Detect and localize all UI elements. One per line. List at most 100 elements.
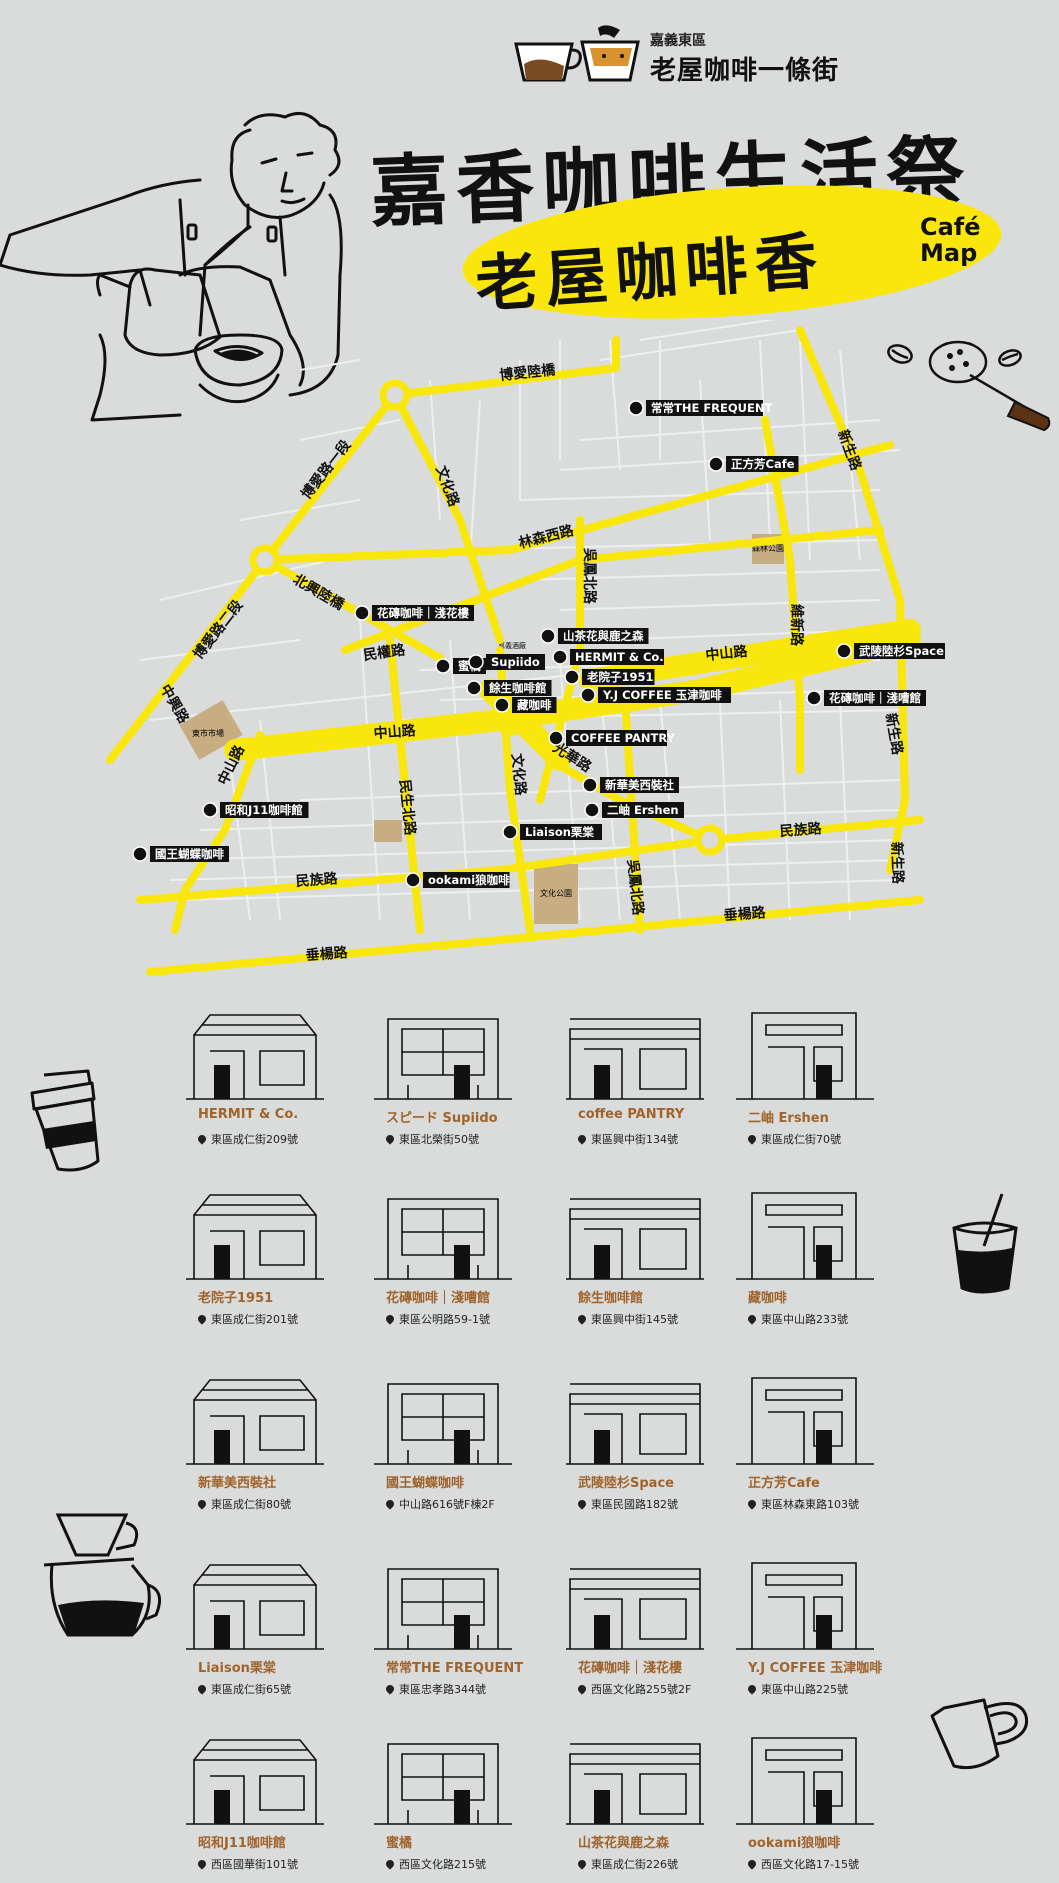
shop-marker-bg — [854, 643, 945, 659]
shop-marker-bg — [566, 730, 667, 746]
cafe-card[interactable]: Liaison栗棠東區成仁街65號 — [180, 1555, 360, 1705]
coffee-cup-icon — [806, 690, 822, 706]
shop-marker[interactable]: ookami狼咖啡 — [405, 872, 510, 888]
location-pin-icon — [196, 1498, 208, 1510]
shop-marker[interactable]: 國王蝴蝶咖啡 — [132, 846, 229, 862]
milk-pitcher-icon — [930, 1698, 1029, 1770]
street-minzu-w: 民族路 — [295, 870, 339, 890]
coffee-cup-icon — [435, 658, 451, 674]
cafe-card[interactable]: HERMIT & Co.東區成仁街209號 — [180, 1005, 360, 1155]
coffee-cup-icon — [468, 654, 484, 670]
shop-marker[interactable]: 二岫 Ershen — [584, 802, 684, 818]
cafe-address: 東區成仁街201號 — [211, 1313, 298, 1326]
cafe-address-row: 東區中山路233號 — [746, 1311, 848, 1327]
shop-marker[interactable]: COFFEE PANTRY — [548, 730, 676, 746]
cafe-card[interactable]: 餘生咖啡館東區興中街145號 — [560, 1185, 740, 1335]
cafe-address-row: 東區成仁街201號 — [196, 1311, 298, 1327]
market-block — [179, 700, 243, 760]
shop-marker[interactable]: 新華美西裝社 — [582, 777, 679, 793]
cafe-name: 花磚咖啡｜淺嘈館 — [386, 1291, 491, 1306]
cafe-card[interactable]: 蜜橘西區文化路215號 — [368, 1730, 548, 1880]
location-pin-icon — [576, 1498, 588, 1510]
shop-marker-bg — [582, 669, 655, 685]
cafe-map-label: Café Map — [920, 214, 981, 266]
market-label: 東市市場 — [192, 728, 224, 738]
cafe-address: 東區興中街145號 — [591, 1313, 678, 1326]
shop-marker-bg — [520, 824, 602, 840]
location-pin-icon — [384, 1498, 396, 1510]
coffee-cup-icon — [202, 802, 218, 818]
cafe-address: 東區成仁街65號 — [211, 1683, 291, 1696]
shop-marker[interactable]: 常常THE FREQUENT — [628, 400, 772, 416]
cafe-address-row: 東區成仁街80號 — [196, 1496, 291, 1512]
cafe-name: 花磚咖啡｜淺花樓 — [578, 1661, 683, 1676]
coffee-cup-icon — [628, 400, 644, 416]
cafe-address: 西區文化路215號 — [399, 1858, 486, 1871]
storefront-illustration — [736, 1012, 874, 1100]
shop-marker[interactable]: 山茶花與鹿之森 — [540, 628, 649, 644]
cafe-card[interactable]: 山茶花與鹿之森東區成仁街226號 — [560, 1730, 740, 1880]
cafe-address: 東區中山路233號 — [761, 1313, 848, 1326]
cafe-name: スピード Supiido — [386, 1111, 498, 1126]
coffee-cup-icon — [584, 802, 600, 818]
shop-markers: 常常THE FREQUENT正方芳Cafe花磚咖啡｜淺花樓山茶花與鹿之森蜜橘Su… — [132, 400, 945, 888]
shop-marker-label: 山茶花與鹿之森 — [563, 629, 644, 643]
shop-marker[interactable]: 藏咖啡 — [494, 697, 557, 713]
shop-marker-label: COFFEE PANTRY — [571, 731, 676, 745]
shop-marker-label: Y.J COFFEE 玉津咖啡 — [602, 688, 722, 702]
coffee-cup-icon — [540, 628, 556, 644]
shop-marker[interactable]: 餘生咖啡館 — [466, 680, 552, 696]
storefront-illustration — [566, 1743, 704, 1825]
storefront-illustration — [374, 1743, 512, 1825]
street-boai-road: 博愛陸橋 — [499, 361, 557, 384]
shop-marker[interactable]: Liaison栗棠 — [502, 824, 602, 840]
cafe-card[interactable]: 昭和J11咖啡館西區國華街101號 — [180, 1730, 360, 1880]
shop-marker[interactable]: 花磚咖啡｜淺嘈館 — [806, 690, 926, 706]
park-s-label: 文化公園 — [540, 888, 572, 898]
cafe-name: 山茶花與鹿之森 — [578, 1836, 670, 1851]
shop-marker[interactable]: 花磚咖啡｜淺花樓 — [354, 605, 474, 621]
cafe-card[interactable]: Y.J COFFEE 玉津咖啡東區中山路225號 — [730, 1555, 910, 1705]
shop-marker[interactable]: Y.J COFFEE 玉津咖啡 — [580, 687, 731, 703]
cafe-card[interactable]: 藏咖啡東區中山路233號 — [730, 1185, 910, 1335]
portafilter-icon — [887, 340, 1051, 432]
cafe-address: 中山路616號F棟2F — [399, 1498, 495, 1511]
cafe-address-row: 東區成仁街226號 — [576, 1856, 678, 1872]
cafe-address: 東區成仁街226號 — [591, 1858, 678, 1871]
cafe-address-row: 中山路616號F棟2F — [384, 1496, 495, 1512]
cafe-card[interactable]: 花磚咖啡｜淺嘈館東區公明路59-1號 — [368, 1185, 548, 1335]
storefront-illustration — [374, 1198, 512, 1280]
shop-marker[interactable]: 正方芳Cafe — [708, 456, 799, 472]
cafe-address-row: 東區中山路225號 — [746, 1681, 848, 1697]
shop-marker[interactable]: 武陵陸杉Space — [836, 643, 945, 659]
cafe-name: coffee PANTRY — [578, 1107, 685, 1122]
cafe-name: 昭和J11咖啡館 — [198, 1836, 286, 1851]
major-roads — [106, 326, 924, 976]
coffee-cup-icon — [132, 846, 148, 862]
coffee-cup-icon — [580, 687, 596, 703]
shop-marker[interactable]: 昭和J11咖啡館 — [202, 802, 309, 818]
shop-marker-bg — [423, 872, 510, 888]
cafe-address-row: 東區民國路182號 — [576, 1496, 678, 1512]
sign-label: 嘉義酒廠 — [498, 641, 526, 650]
cafe-card[interactable]: 新華美西裝社東區成仁街80號 — [180, 1370, 360, 1520]
shop-marker-bg — [150, 846, 229, 862]
cafe-address: 西區國華街101號 — [211, 1858, 298, 1871]
shop-marker[interactable]: Supiido — [468, 654, 545, 670]
takeaway-cup-icon — [30, 1069, 100, 1172]
cafe-name: ookami狼咖啡 — [748, 1836, 841, 1851]
cafe-card[interactable]: 花磚咖啡｜淺花樓西區文化路255號2F — [560, 1555, 740, 1705]
cafe-card[interactable]: ookami狼咖啡西區文化路17-15號 — [730, 1730, 910, 1880]
location-pin-icon — [746, 1683, 758, 1695]
cafe-card[interactable]: 國王蝴蝶咖啡中山路616號F棟2F — [368, 1370, 548, 1520]
shop-marker[interactable]: HERMIT & Co. — [552, 649, 664, 665]
shop-marker[interactable]: 老院子1951 — [564, 669, 655, 685]
location-pin-icon — [384, 1313, 396, 1325]
